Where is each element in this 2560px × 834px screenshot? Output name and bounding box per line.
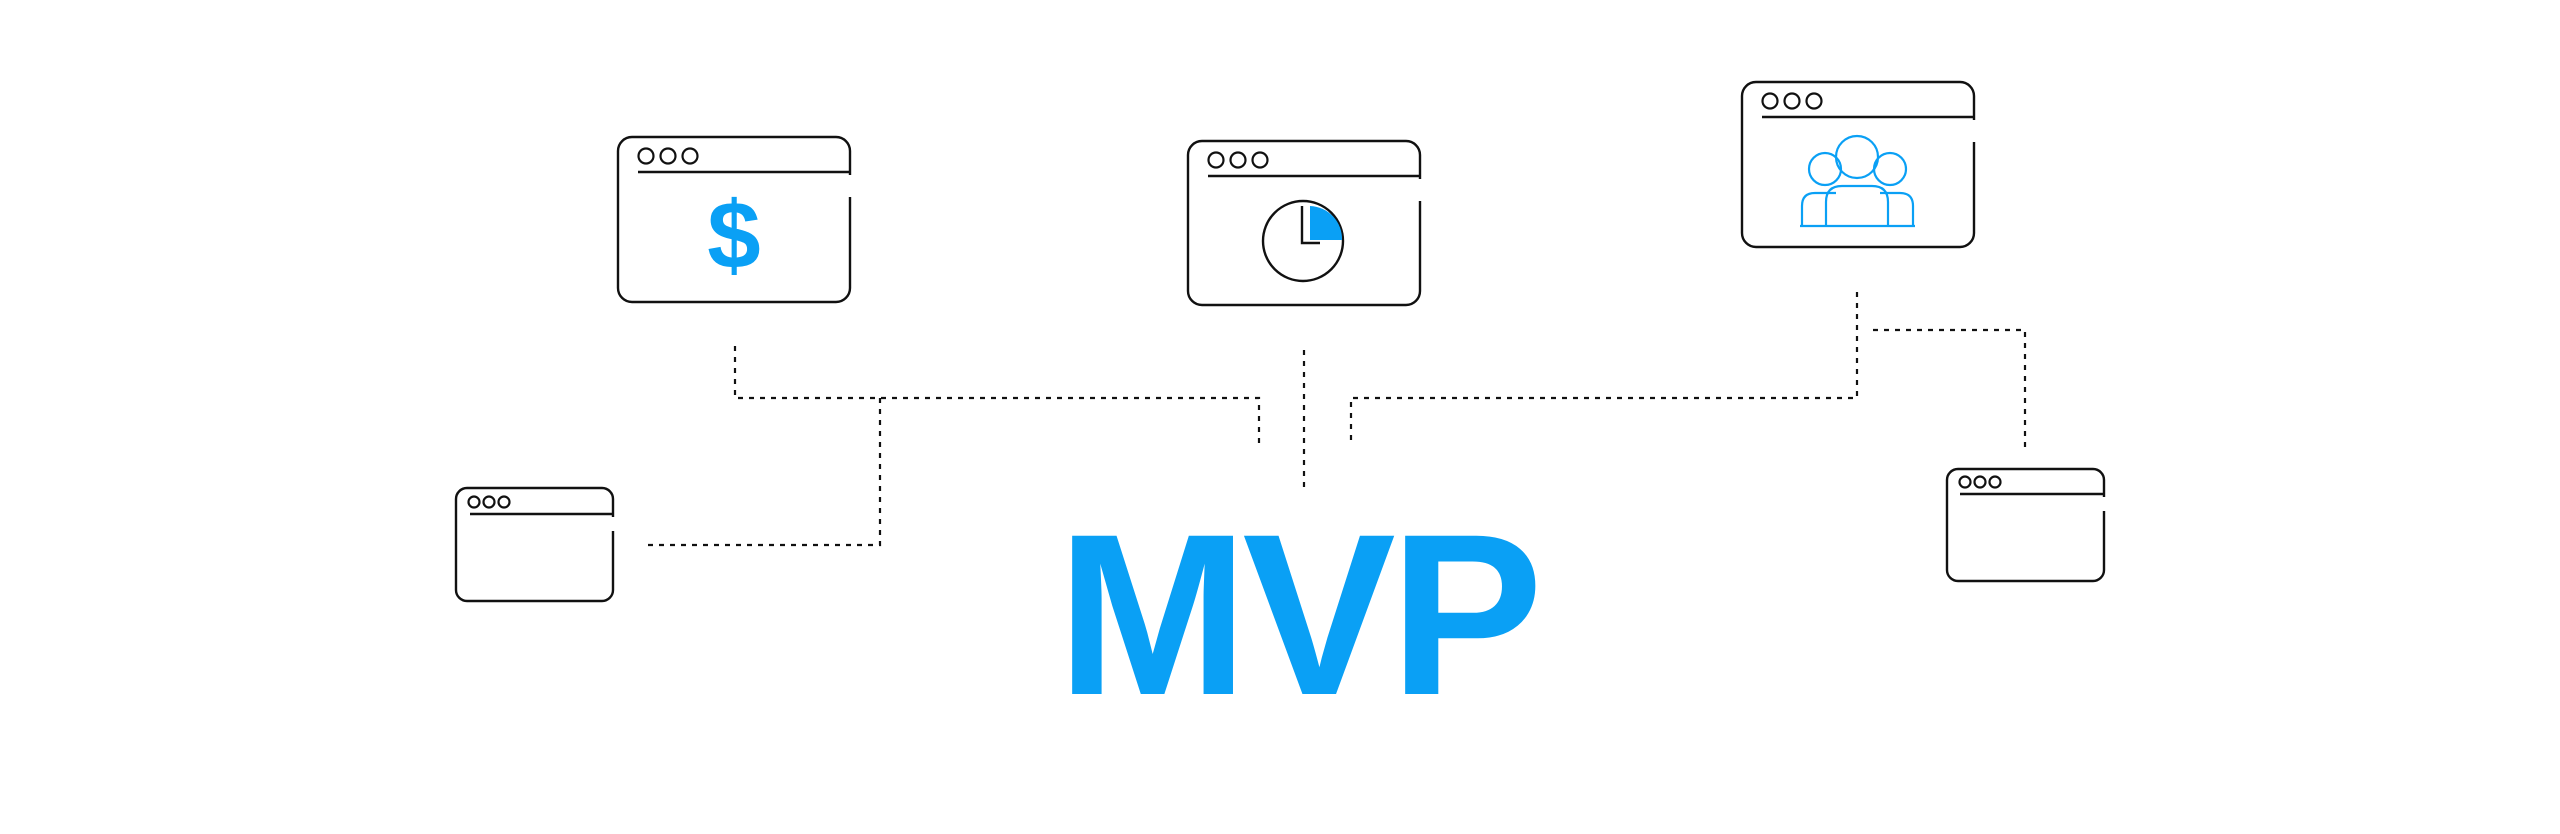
connector-lines	[648, 292, 2027, 547]
users-group-icon	[1800, 134, 1915, 228]
connector-branch-to-small-right	[1873, 328, 2027, 453]
clock-icon	[1261, 199, 1345, 283]
dollar-sign-icon: $	[707, 182, 760, 289]
window-small-left	[454, 486, 618, 603]
connector-money-to-center	[733, 346, 1261, 446]
mvp-title: MVP	[1057, 486, 1537, 743]
window-small-right	[1945, 467, 2109, 583]
connector-team-to-center	[1349, 292, 1859, 446]
connector-branch-to-small-left	[648, 398, 882, 547]
window-team	[1740, 80, 1979, 249]
window-time	[1186, 139, 1425, 307]
window-money: $	[616, 135, 855, 304]
